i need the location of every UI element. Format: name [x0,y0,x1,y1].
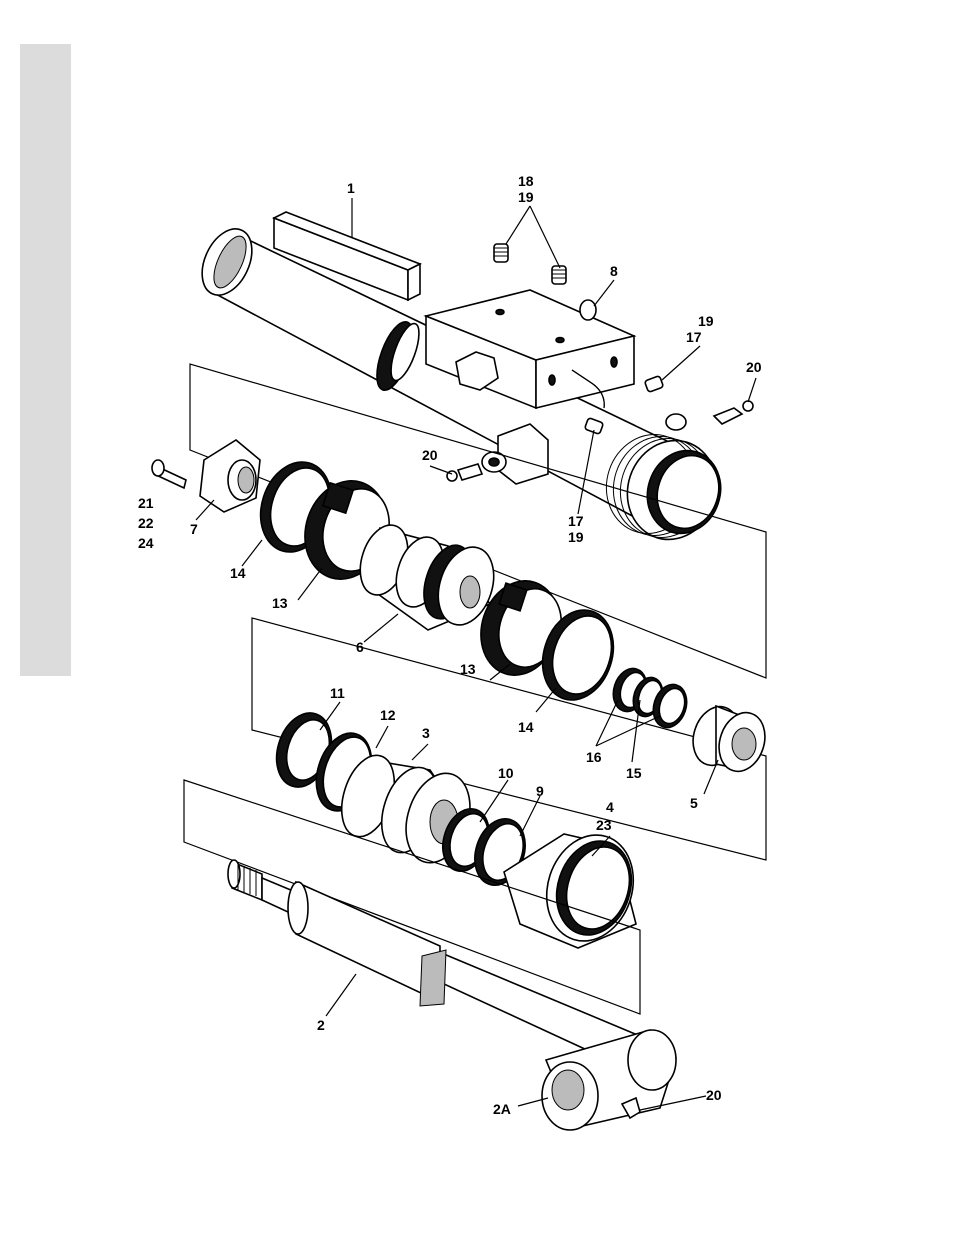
callout-24: 24 [138,535,154,551]
callout-11: 11 [330,685,345,701]
callout-2: 2 [317,1017,325,1033]
callout-13-right: 13 [460,661,476,677]
callout-1: 1 [347,180,355,196]
callout-2A: 2A [493,1101,511,1117]
callout-12: 12 [380,707,396,723]
callout-9: 9 [536,783,544,799]
callout-3: 3 [422,725,430,741]
callout-8: 8 [610,263,618,279]
callout-19-mid: 19 [568,529,584,545]
callout-6: 6 [356,639,364,655]
callout-15: 15 [626,765,642,781]
callout-19-right: 19 [698,313,714,329]
callout-20-mid: 20 [422,447,438,463]
callout-17-right: 17 [686,329,702,345]
callout-19-top: 19 [518,189,534,205]
callout-14-left: 14 [230,565,246,581]
callout-13-left: 13 [272,595,288,611]
callout-10: 10 [498,765,514,781]
callout-16: 16 [586,749,602,765]
callout-22: 22 [138,515,154,531]
callout-14-right: 14 [518,719,534,735]
callout-17-mid: 17 [568,513,584,529]
callout-20-right: 20 [746,359,762,375]
callout-21: 21 [138,495,154,511]
callout-23: 23 [596,817,612,833]
callout-5: 5 [690,795,698,811]
callout-4: 4 [606,799,614,815]
callout-20-bottom: 20 [706,1087,722,1103]
callout-7: 7 [190,521,198,537]
callout-18: 18 [518,173,534,189]
